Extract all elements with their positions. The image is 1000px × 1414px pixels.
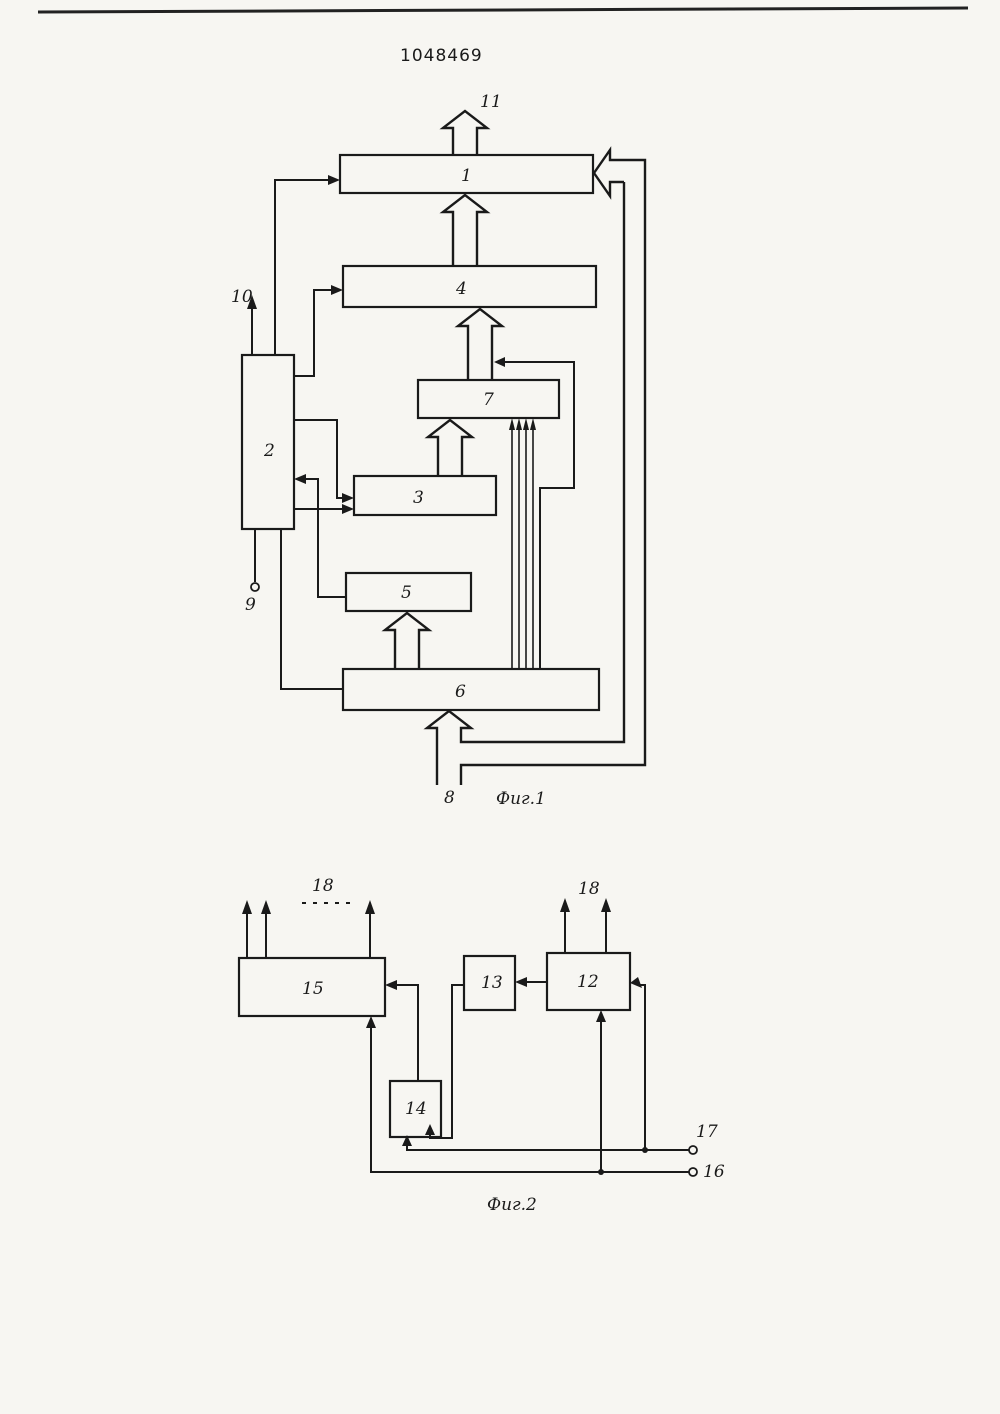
arrowhead-6-to-4-bus (494, 357, 505, 367)
block-3: 3 (354, 476, 496, 515)
arrowhead-2-to-3-lower (342, 504, 354, 514)
bus-arrow-3-to-7 (428, 420, 472, 476)
block-6: 6 (343, 669, 599, 710)
block-13-label: 13 (481, 973, 503, 993)
figure-2-caption: Фиг.2 (487, 1195, 537, 1215)
arrowhead-2-to-4 (331, 285, 343, 295)
block-14: 14 (390, 1081, 441, 1137)
terminal-8-label: 8 (444, 788, 455, 808)
block-12: 12 (547, 953, 630, 1010)
block-2: 2 (242, 355, 294, 529)
arrowhead-input-16-to-15 (366, 1016, 376, 1028)
line-input-17-to-12 (638, 985, 645, 1150)
terminal-18-left-label: 18 (312, 876, 334, 896)
arrowhead-2-to-1 (328, 175, 340, 185)
terminal-10-label: 10 (231, 287, 253, 307)
block-6-label: 6 (455, 682, 466, 702)
block-13: 13 (464, 956, 515, 1010)
arrowhead-input-17-to-12 (630, 977, 642, 988)
arrowhead-input-16-to-12 (596, 1010, 606, 1022)
block-5: 5 (346, 573, 471, 611)
arrowhead-6-to-7-a (509, 418, 515, 430)
figure-1-caption: Фиг.1 (496, 789, 546, 809)
terminal-18-right-label: 18 (578, 879, 600, 899)
terminal-16-node (689, 1168, 697, 1176)
top-border-rule (38, 8, 968, 12)
arrowhead-15-output-a (242, 900, 252, 914)
figure-2: 15 13 12 14 18 18 (239, 876, 725, 1215)
arrowhead-13-to-14 (425, 1124, 435, 1135)
terminal-11-label: 11 (480, 92, 502, 112)
block-1-label: 1 (461, 166, 472, 186)
block-14-label: 14 (405, 1099, 427, 1119)
line-input-17-to-14 (407, 1141, 692, 1150)
arrowhead-15-output-b (261, 900, 271, 914)
terminal-9-label: 9 (245, 595, 256, 615)
arrowhead-6-to-7-d (530, 418, 536, 430)
junction-17 (642, 1147, 648, 1153)
arrowhead-12-to-13 (515, 977, 527, 987)
bus-arrow-output-11 (443, 111, 487, 155)
line-2-to-6 (281, 529, 343, 689)
bus-arrow-6-to-5 (385, 613, 429, 669)
bus-arrow-4-to-1 (443, 195, 487, 266)
terminal-17-node (689, 1146, 697, 1154)
arrowhead-15-output-c (365, 900, 375, 914)
block-15: 15 (239, 958, 385, 1016)
arrowhead-12-output-a (560, 898, 570, 912)
arrowhead-14-to-15 (385, 980, 397, 990)
block-12-label: 12 (577, 972, 599, 992)
bus-arrow-7-to-4 (458, 309, 502, 380)
terminal-9-node (251, 583, 259, 591)
block-3-label: 3 (413, 488, 424, 508)
arrowhead-12-output-b (601, 898, 611, 912)
junction-16 (598, 1169, 604, 1175)
block-1: 1 (340, 155, 593, 193)
line-2-to-4 (294, 290, 336, 376)
figure-1: 1 4 7 2 3 5 6 11 (231, 92, 645, 809)
block-7-label: 7 (483, 390, 494, 410)
line-2-to-3-upper (294, 420, 347, 498)
block-15-label: 15 (302, 979, 324, 999)
arrowhead-5-to-2 (294, 474, 306, 484)
line-2-to-1 (275, 180, 333, 355)
patent-number: 1048469 (400, 46, 483, 66)
arrowhead-2-to-3-upper (342, 493, 354, 503)
line-14-to-15 (393, 985, 418, 1081)
block-4: 4 (343, 266, 596, 307)
arrowhead-6-to-7-b (516, 418, 522, 430)
terminal-16-label: 16 (703, 1162, 725, 1182)
line-5-to-2 (303, 479, 346, 597)
bus-arrow-feedback-to-1 (461, 150, 645, 785)
block-2-label: 2 (263, 441, 275, 461)
block-4-label: 4 (455, 279, 467, 299)
terminal-17-label: 17 (696, 1122, 718, 1142)
block-5-label: 5 (401, 583, 412, 603)
line-13-to-14 (430, 985, 464, 1138)
arrowhead-6-to-7-c (523, 418, 529, 430)
block-7: 7 (418, 380, 559, 418)
